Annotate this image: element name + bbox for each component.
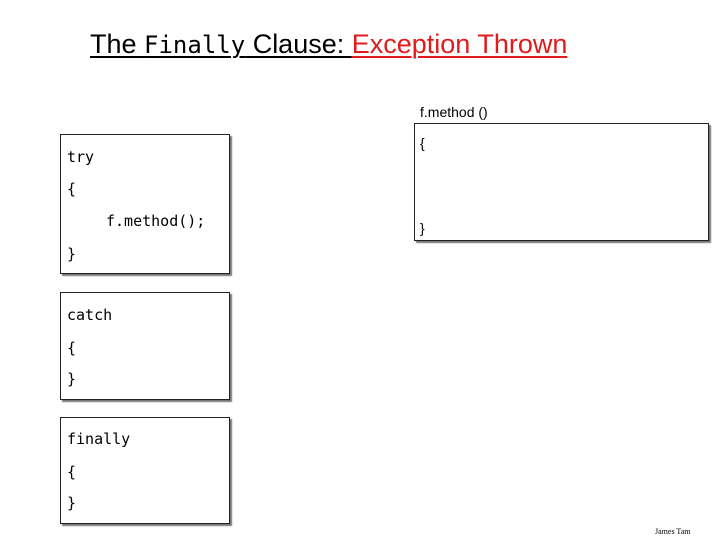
finally-open-brace: { — [67, 463, 77, 481]
slide-title: The Finally Clause: Exception Thrown — [90, 26, 567, 63]
catch-block-box — [60, 292, 230, 400]
title-prefix: The — [90, 29, 145, 59]
try-close-brace: } — [67, 245, 77, 263]
catch-close-brace: } — [67, 370, 77, 388]
try-open-brace: { — [67, 180, 77, 198]
title-middle: Clause: — [245, 29, 352, 59]
finally-close-brace: } — [67, 494, 77, 512]
author-credit: James Tam — [655, 527, 691, 536]
try-block-box — [60, 134, 230, 274]
method-header: f.method () — [420, 104, 488, 120]
finally-keyword: finally — [67, 430, 131, 448]
method-close-brace: } — [420, 220, 425, 236]
finally-block-box — [60, 417, 230, 524]
method-open-brace: { — [420, 135, 425, 151]
catch-keyword: catch — [67, 306, 113, 324]
catch-open-brace: { — [67, 339, 77, 357]
title-accent: Exception Thrown — [351, 29, 568, 59]
method-body-box — [414, 123, 709, 241]
try-keyword: try — [67, 148, 95, 166]
try-method-call: f.method(); — [106, 212, 206, 230]
title-keyword: Finally — [144, 31, 246, 59]
